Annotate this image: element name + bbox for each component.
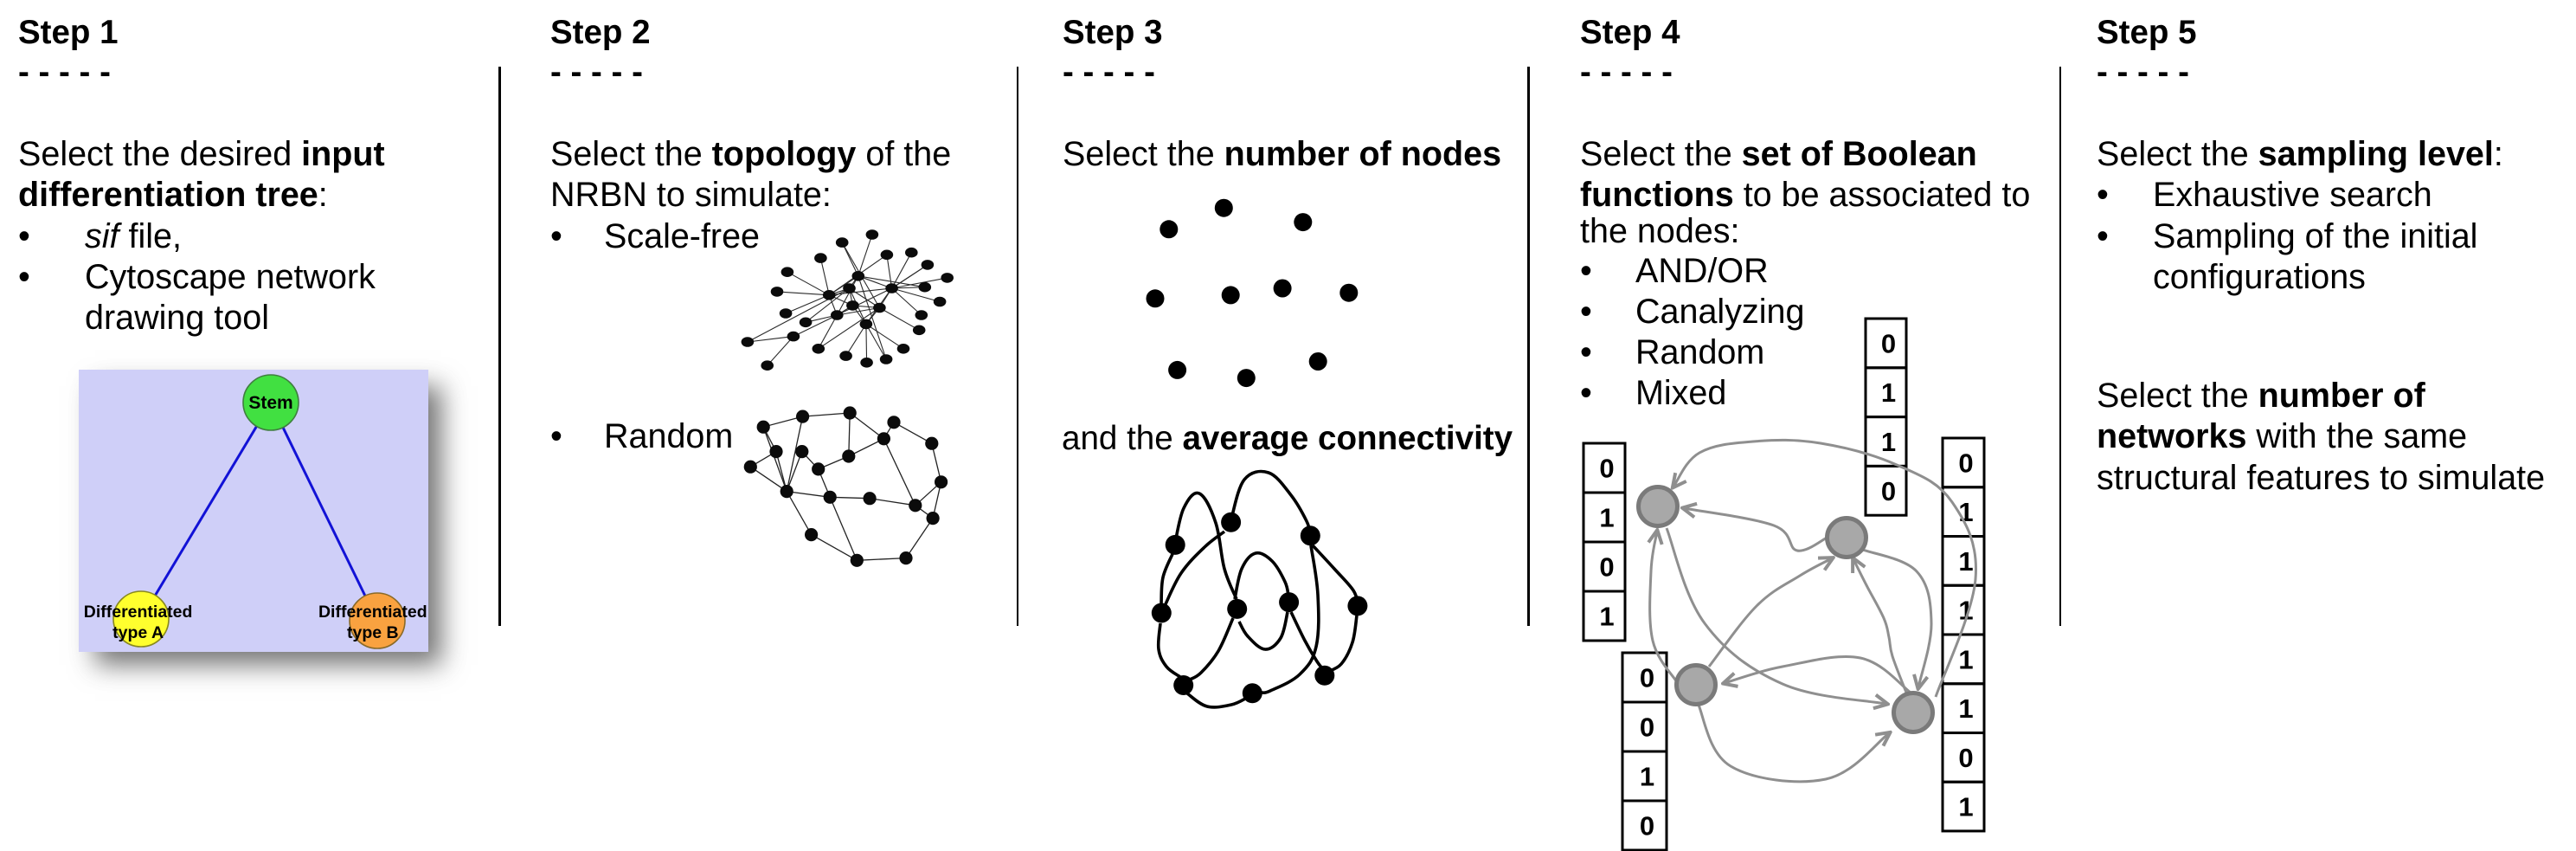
svg-text:1: 1: [1599, 503, 1614, 533]
svg-text:0: 0: [1640, 712, 1654, 743]
svg-text:Differentiated: Differentiated: [84, 603, 193, 622]
svg-text:1: 1: [1958, 792, 1973, 822]
svg-text:0: 0: [1958, 743, 1973, 773]
svg-text:Stem: Stem: [248, 393, 292, 413]
svg-text:Differentiated: Differentiated: [318, 603, 427, 622]
svg-text:0: 0: [1640, 811, 1654, 841]
svg-text:1: 1: [1640, 762, 1654, 792]
svg-text:1: 1: [1958, 693, 1973, 724]
svg-text:0: 0: [1640, 663, 1654, 693]
svg-text:1: 1: [1958, 546, 1973, 577]
svg-text:0: 0: [1599, 552, 1614, 583]
svg-text:1: 1: [1599, 602, 1614, 632]
svg-text:type A: type A: [112, 623, 164, 642]
svg-text:1: 1: [1958, 644, 1973, 674]
svg-text:0: 0: [1958, 448, 1973, 478]
svg-text:type B: type B: [347, 623, 399, 642]
svg-text:0: 0: [1881, 476, 1896, 506]
svg-text:1: 1: [1881, 427, 1896, 457]
svg-text:0: 0: [1881, 328, 1896, 358]
svg-text:1: 1: [1881, 377, 1896, 408]
svg-text:0: 0: [1599, 454, 1614, 484]
